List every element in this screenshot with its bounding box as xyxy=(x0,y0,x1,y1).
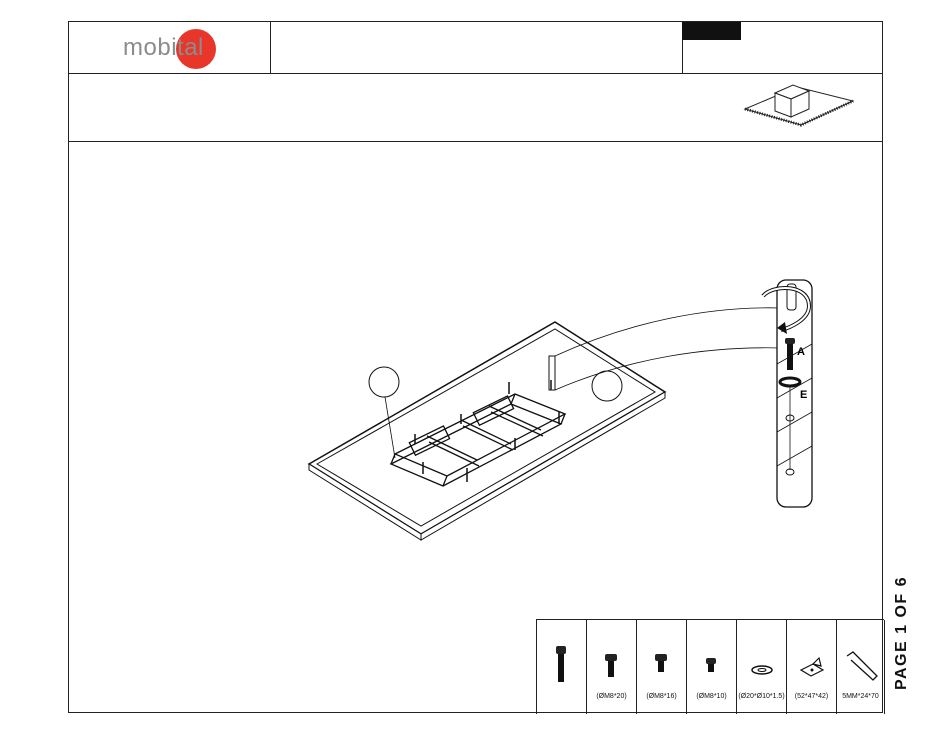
part-label: (ØM8*20) xyxy=(587,693,636,700)
header-row: mobital xyxy=(69,22,882,74)
code-tab xyxy=(682,22,741,40)
callout-letter-e: E xyxy=(800,389,807,401)
hardware-parts-table: (ØM8*20) (ØM8*16) (ØM8*10) xyxy=(536,619,884,714)
part-cell-1: (ØM8*20) xyxy=(587,620,637,714)
part-cell-5: (52*47*42) xyxy=(787,620,837,714)
assembly-drawing: A E xyxy=(69,142,882,582)
part-cell-2: (ØM8*16) xyxy=(637,620,687,714)
brand-logo: mobital xyxy=(123,29,233,69)
part-cell-3: (ØM8*10) xyxy=(687,620,737,714)
table-on-floor-icon xyxy=(741,79,857,141)
part-cell-4: (Ø20*Ø10*1.5) xyxy=(737,620,787,714)
callout-circle-right xyxy=(592,371,622,401)
callout-letter-a: A xyxy=(797,346,805,358)
part-label: (Ø20*Ø10*1.5) xyxy=(737,693,786,700)
logo-text: mobital xyxy=(123,34,204,62)
instruction-sheet: mobital xyxy=(68,21,883,713)
long-bolt-icon xyxy=(537,620,587,714)
part-label: (ØM8*16) xyxy=(637,693,686,700)
part-cell-0 xyxy=(537,620,587,714)
part-cell-6: 5MM*24*70 xyxy=(837,620,885,714)
part-label: 5MM*24*70 xyxy=(837,693,884,700)
title-cell xyxy=(270,22,683,73)
logo-cell: mobital xyxy=(69,22,271,73)
part-label: (ØM8*10) xyxy=(687,693,736,700)
assembly-step-area: A E (ØM8*20) xyxy=(69,142,882,712)
page-number: PAGE 1 OF 6 xyxy=(893,576,911,690)
callout-circle-left xyxy=(369,367,399,397)
code-cell xyxy=(682,22,882,73)
orientation-band xyxy=(69,73,882,142)
part-label: (52*47*42) xyxy=(787,693,836,700)
